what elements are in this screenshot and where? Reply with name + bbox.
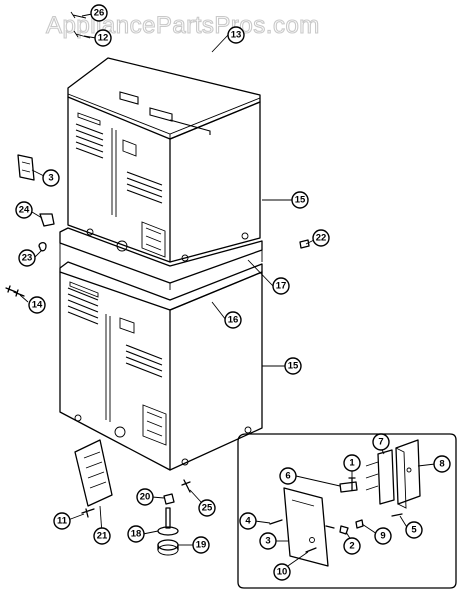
svg-text:14: 14 <box>32 300 43 311</box>
svg-text:2: 2 <box>349 541 354 552</box>
callout-1: 1 <box>343 454 361 472</box>
svg-text:24: 24 <box>19 205 30 216</box>
svg-text:26: 26 <box>94 8 105 19</box>
clip-24 <box>39 213 55 227</box>
callout-13: 13 <box>227 26 245 44</box>
callout-2: 2 <box>343 537 361 555</box>
callout-19: 19 <box>192 536 210 554</box>
foot-pad-19 <box>157 539 179 556</box>
callout-9: 9 <box>374 527 392 545</box>
spring-clip-23 <box>38 242 47 252</box>
screw-11 <box>81 508 95 518</box>
svg-text:16: 16 <box>228 315 239 326</box>
leveling-leg-18 <box>157 507 179 536</box>
nut-20 <box>163 493 175 505</box>
svg-text:6: 6 <box>285 471 290 482</box>
screw-22 <box>299 239 310 249</box>
svg-text:11: 11 <box>57 516 68 527</box>
svg-text:9: 9 <box>380 531 385 542</box>
screw-12 <box>73 30 91 39</box>
svg-text:13: 13 <box>231 30 242 41</box>
callout-3-inset: 3 <box>259 532 277 550</box>
bottom-cabinet <box>59 261 263 471</box>
svg-text:3: 3 <box>265 536 270 547</box>
callout-4: 4 <box>239 512 257 530</box>
callout-18: 18 <box>127 525 145 543</box>
callout-24: 24 <box>15 201 33 219</box>
callout-20: 20 <box>136 488 154 506</box>
middle-spacer-panel <box>59 227 263 290</box>
callout-12: 12 <box>94 29 112 47</box>
svg-text:3: 3 <box>48 173 53 184</box>
svg-text:5: 5 <box>411 525 417 536</box>
bracket-3-left <box>17 154 35 181</box>
screws-14 <box>5 285 25 297</box>
detail-inset <box>237 433 457 589</box>
watermark-text: AppliancePartsPros.com <box>46 12 320 39</box>
leader-lines <box>19 13 436 571</box>
screw-26 <box>70 11 87 19</box>
top-cabinet <box>67 57 261 263</box>
top-panel <box>67 57 261 140</box>
svg-text:12: 12 <box>98 33 109 44</box>
svg-text:15: 15 <box>288 361 299 372</box>
callout-16: 16 <box>224 311 242 329</box>
callout-21: 21 <box>93 527 111 545</box>
svg-text:8: 8 <box>439 459 444 470</box>
svg-text:25: 25 <box>202 503 213 514</box>
callout-26-top: 26 <box>90 4 108 22</box>
callout-3-left: 3 <box>42 169 60 187</box>
svg-text:4: 4 <box>245 516 251 527</box>
svg-text:20: 20 <box>140 492 151 503</box>
svg-text:21: 21 <box>97 531 108 542</box>
svg-text:23: 23 <box>22 253 33 264</box>
callout-15-upper: 15 <box>291 191 309 209</box>
svg-text:1: 1 <box>349 458 355 469</box>
svg-text:22: 22 <box>316 233 327 244</box>
svg-text:15: 15 <box>295 195 306 206</box>
svg-text:18: 18 <box>131 529 142 540</box>
callout-7: 7 <box>372 433 390 451</box>
screw-25 <box>181 479 191 493</box>
svg-text:19: 19 <box>196 540 207 551</box>
callout-17: 17 <box>272 277 290 295</box>
svg-text:10: 10 <box>277 567 288 578</box>
callout-10: 10 <box>273 563 291 581</box>
callout-23: 23 <box>18 249 36 267</box>
callout-6: 6 <box>279 467 297 485</box>
callout-22: 22 <box>312 229 330 247</box>
callout-15-lower: 15 <box>284 357 302 375</box>
callout-8: 8 <box>433 455 451 473</box>
svg-text:7: 7 <box>378 437 383 448</box>
bracket-21 <box>74 439 113 507</box>
svg-text:17: 17 <box>276 281 287 292</box>
callout-11: 11 <box>53 512 71 530</box>
callout-5: 5 <box>405 521 423 539</box>
callout-25: 25 <box>198 499 216 517</box>
callout-14: 14 <box>28 296 46 314</box>
